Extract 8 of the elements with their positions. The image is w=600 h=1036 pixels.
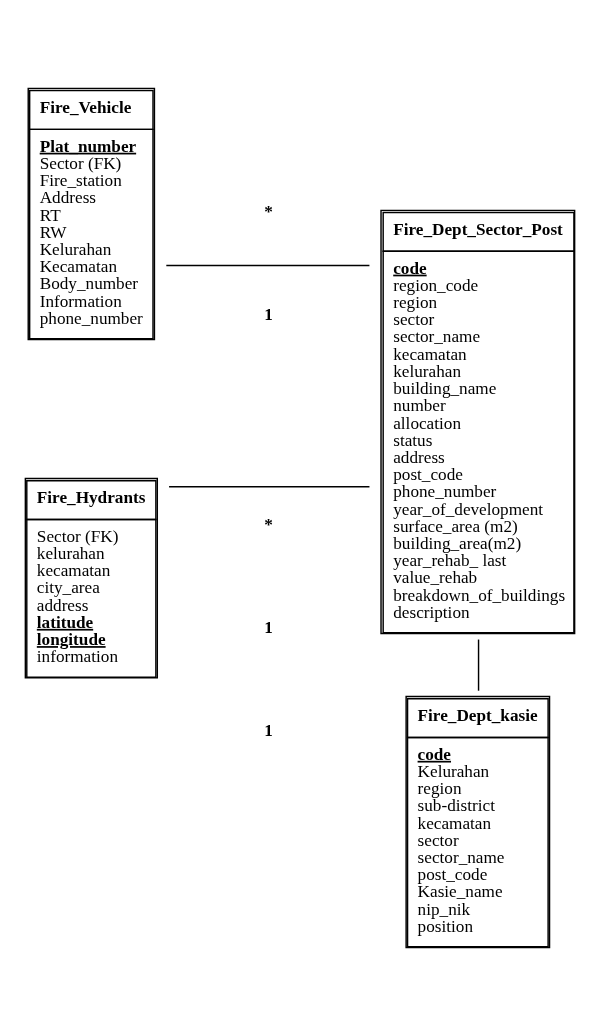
connector [477, 638, 480, 692]
label: * [264, 201, 273, 221]
connector [165, 264, 371, 267]
connector [168, 486, 371, 488]
label: 1 [264, 305, 273, 325]
label: * [264, 514, 273, 534]
label: 1 [264, 617, 273, 637]
label: 1 [264, 721, 273, 741]
